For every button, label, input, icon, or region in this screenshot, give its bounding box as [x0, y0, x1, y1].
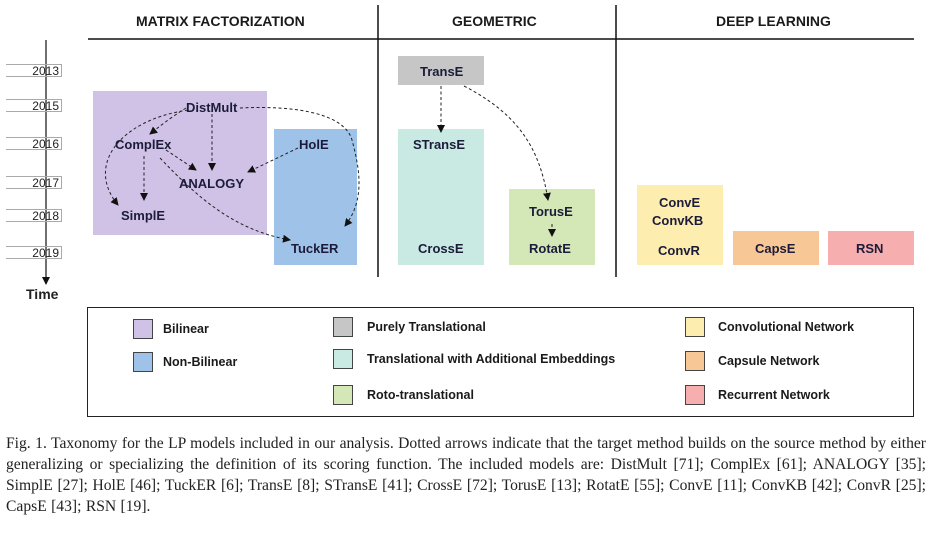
arrow-transe-toruse [463, 85, 551, 201]
legend-label-bilinear: Bilinear [163, 322, 209, 336]
legend-swatch-conv [685, 317, 705, 337]
model-hole: HolE [299, 137, 329, 152]
section-matrix-factorization: MATRIX FACTORIZATION [136, 13, 305, 29]
section-geometric: GEOMETRIC [452, 13, 537, 29]
section-deep-learning: DEEP LEARNING [716, 13, 831, 29]
model-capse: CapsE [755, 241, 796, 256]
arrow-distmult-simple [105, 109, 189, 206]
legend-swatch-transadd [333, 349, 353, 369]
legend-label-roto: Roto-translational [367, 388, 474, 402]
year-2018: 2018 [6, 209, 62, 223]
caption-text: Fig. 1. Taxonomy for the LP models inclu… [6, 435, 926, 515]
time-label: Time [26, 286, 59, 302]
caps-region [733, 231, 819, 265]
conv-region [637, 185, 723, 265]
year-2016: 2016 [6, 137, 62, 151]
legend-label-nonbilinear: Non-Bilinear [163, 355, 238, 369]
arrow-distmult-hole-curve [239, 107, 360, 227]
year-2019: 2019 [6, 246, 62, 260]
transadd-region [398, 129, 484, 265]
legend-label-caps: Capsule Network [718, 354, 820, 368]
model-convr: ConvR [658, 243, 700, 258]
year-2015: 2015 [6, 99, 62, 113]
model-transe: TransE [420, 64, 464, 79]
arrow-distmult-complex [149, 107, 187, 135]
arrow-hole-analogy [247, 147, 299, 173]
legend-swatch-nonbilinear [133, 352, 153, 372]
model-crosse: CrossE [418, 241, 464, 256]
arrow-complex-analogy [165, 149, 197, 171]
legend-label-transadd: Translational with Additional Embeddings [367, 352, 616, 366]
model-analogy: ANALOGY [179, 176, 244, 191]
legend-swatch-bilinear [133, 319, 153, 339]
legend-swatch-rnn [685, 385, 705, 405]
transe-box [398, 56, 484, 85]
model-rsn: RSN [856, 241, 884, 256]
legend-label-purely: Purely Translational [367, 320, 486, 334]
figure-caption: Fig. 1. Taxonomy for the LP models inclu… [6, 433, 926, 517]
rnn-region [828, 231, 914, 265]
legend-swatch-caps [685, 351, 705, 371]
model-complex: ComplEx [115, 137, 172, 152]
bilinear-region [93, 91, 267, 235]
model-toruse: TorusE [529, 204, 573, 219]
model-distmult: DistMult [186, 100, 238, 115]
model-simple: SimplE [121, 208, 166, 223]
legend-swatch-roto [333, 385, 353, 405]
model-tucker: TuckER [291, 241, 339, 256]
year-2013: 2013 [6, 64, 62, 78]
arrow-complex-tucker [159, 157, 291, 243]
legend-label-rnn: Recurrent Network [718, 388, 830, 402]
model-rotate: RotatE [529, 241, 571, 256]
model-convkb: ConvKB [652, 213, 704, 228]
model-conve: ConvE [659, 195, 701, 210]
year-2017: 2017 [6, 176, 62, 190]
legend-label-conv: Convolutional Network [718, 320, 855, 334]
model-stranse: STransE [413, 137, 466, 152]
legend-swatch-purely [333, 317, 353, 337]
legend: Bilinear Non-Bilinear Purely Translation… [87, 307, 914, 417]
